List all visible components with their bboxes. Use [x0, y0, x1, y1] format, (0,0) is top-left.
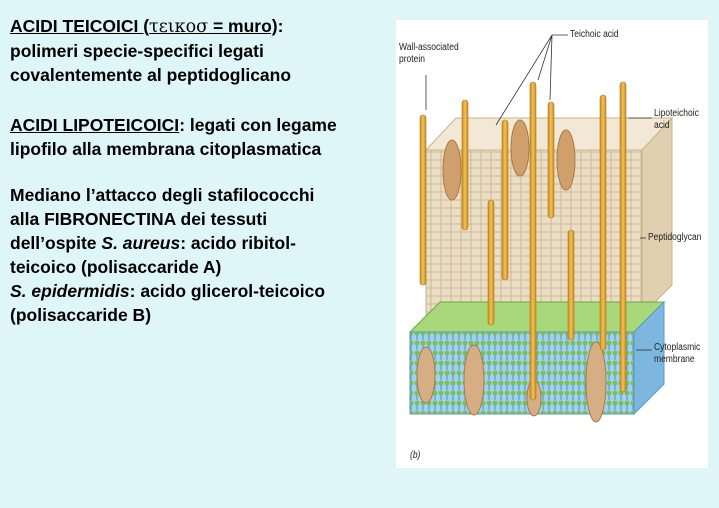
fibro-line-4: teicoico (polisaccaride A) — [10, 257, 222, 277]
lipoteichoic-rod — [529, 81, 537, 401]
slide-text: ACIDI TEICOICI (τεικοσ = muro): polimeri… — [10, 14, 395, 345]
lipoteichoic-rest: : legati con legame — [179, 115, 337, 135]
fibro-line-1: Mediano l’attacco degli stafilococchi — [10, 185, 315, 205]
membrane-side-face — [633, 300, 665, 416]
wall-protein — [556, 129, 576, 191]
fibro-line-6: (polisaccaride B) — [10, 305, 152, 325]
paren-open: ( — [138, 16, 150, 36]
greek-word: τεικοσ — [149, 17, 209, 37]
teichoic-line-2: polimeri specie-specifici legati — [10, 41, 264, 61]
fibro-line-2c: dei tessuti — [175, 209, 268, 229]
label-teichoic-acid: Teichoic acid — [570, 29, 619, 40]
wall-proteins — [416, 119, 607, 423]
lipoteichoic-title: ACIDI LIPOTEICOICI — [10, 115, 180, 135]
teichoic-rods — [419, 81, 627, 401]
wall-protein — [442, 139, 462, 201]
paragraph-lipoteichoic: ACIDI LIPOTEICOICI: legati con legame li… — [10, 113, 395, 161]
membrane-protein — [585, 341, 607, 423]
label-lipoteichoic-2: acid — [654, 120, 670, 131]
membrane-protein — [463, 344, 485, 416]
greek-meaning: = muro) — [208, 16, 278, 36]
teichoic-heading: ACIDI TEICOICI (τεικοσ = muro) — [10, 16, 278, 37]
membrane-protein — [416, 346, 436, 404]
lipoteichoic-rod — [599, 94, 607, 351]
wall-protein — [510, 119, 530, 177]
teichoic-title: ACIDI TEICOICI — [10, 16, 139, 36]
label-lipoteichoic-1: Lipoteichoic — [654, 108, 699, 119]
teichoic-rod — [547, 101, 555, 219]
teichoic-rod — [567, 229, 575, 341]
lipoteichoic-line-2: lipofilo alla membrana citoplasmatica — [10, 139, 322, 159]
label-cytoplasmic-2: membrane — [654, 354, 695, 365]
peptidoglycan-side-face — [641, 116, 673, 317]
fibronectina: FIBRONECTINA — [44, 209, 176, 229]
s-aureus: S. aureus — [101, 233, 181, 253]
cell-wall-diagram — [408, 34, 674, 423]
leader-teichoic — [495, 34, 568, 126]
teichoic-rod — [461, 99, 469, 231]
s-epidermidis: S. epidermidis — [10, 281, 130, 301]
cell-wall-figure: Wall-associated protein Teichoic acid Li… — [396, 20, 708, 468]
fibro-line-3c: : acido ribitol- — [180, 233, 296, 253]
fibro-line-3a: dell’ospite — [10, 233, 102, 253]
teichoic-line-3: covalentemente al peptidoglicano — [10, 65, 292, 85]
lipoteichoic-rod — [619, 81, 627, 393]
fibro-line-2a: alla — [10, 209, 45, 229]
paragraph-fibronectin: Mediano l’attacco degli stafilococchi al… — [10, 183, 395, 327]
label-wall-protein-1: Wall-associated — [399, 42, 459, 53]
paragraph-teichoic: ACIDI TEICOICI (τεικοσ = muro): polimeri… — [10, 14, 395, 87]
teichoic-rod — [419, 114, 427, 286]
heading-colon: : — [277, 16, 284, 36]
leader-lines — [425, 34, 652, 351]
teichoic-rod — [487, 199, 495, 326]
label-wall-protein-2: protein — [399, 54, 425, 65]
teichoic-rod — [501, 119, 509, 281]
label-peptidoglycan: Peptidoglycan — [648, 232, 702, 243]
label-panel-b: (b) — [410, 450, 421, 461]
fibro-line-5b: : acido glicerol-teicoico — [129, 281, 326, 301]
label-cytoplasmic-1: Cytoplasmic — [654, 342, 701, 353]
